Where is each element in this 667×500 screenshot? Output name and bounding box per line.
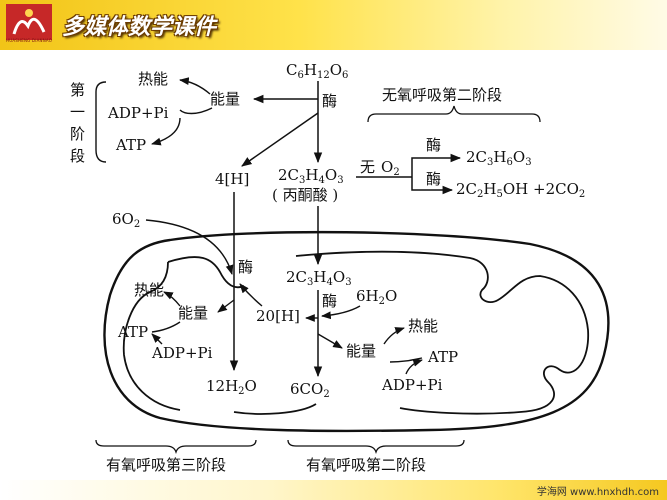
arrow-water-in	[321, 305, 361, 320]
header-banner: HUASHENG DIANNAO 多媒体数学课件	[0, 0, 667, 50]
energy-label-1: 能量	[210, 90, 240, 108]
arrow-to-4h	[241, 112, 319, 167]
arrow-energy-to-heat-1	[179, 77, 211, 95]
energy-label-3: 能量	[346, 342, 376, 360]
adp-pi-label-1: ADP+Pi	[107, 104, 169, 122]
page-title: 多媒体数学课件	[62, 15, 217, 40]
arrow-energy-to-heat-2	[163, 291, 181, 307]
anaerobic-stage2-title: 无氧呼吸第二阶段	[382, 86, 502, 104]
co2-6: 6CO2	[290, 380, 330, 400]
pyruvate-inner-formula: 2C3H4O3	[286, 268, 352, 288]
logo-icon	[6, 4, 52, 40]
pyruvate-name: ( 丙酮酸 )	[272, 186, 338, 204]
arrow-oxygen-in	[145, 219, 234, 275]
arrow-to-lactate	[411, 153, 462, 177]
heat-label-1: 热能	[138, 70, 168, 88]
arrow-energy-to-heat-3	[383, 327, 405, 345]
water-12: 12H2O	[206, 377, 257, 397]
atp-label-1: ATP	[115, 136, 146, 154]
arrow-to-energy-2	[217, 299, 235, 313]
hydrogen-4: 4[H]	[215, 170, 249, 188]
enzyme-label-ethanol: 酶	[426, 170, 441, 188]
aerobic-stage2-label: 有氧呼吸第二阶段	[306, 456, 426, 474]
oxygen-6: 6O2	[112, 210, 140, 230]
atp-label-2: ATP	[117, 323, 148, 341]
adp-pi-label-3: ADP+Pi	[381, 376, 443, 394]
anaerobic-brace	[367, 105, 541, 123]
enzyme-label-stage2: 酶	[322, 292, 337, 310]
footer-bar: 学海网 www.hnxhdh.com	[0, 480, 667, 500]
enzyme-label-stage3: 酶	[238, 258, 253, 276]
heat-label-2: 热能	[134, 281, 164, 299]
water-6: 6H2O	[356, 287, 397, 307]
lactate-formula: 2C3H6O3	[466, 148, 532, 168]
arrow-to-energy-3	[317, 333, 343, 349]
enzyme-label-1: 酶	[322, 92, 337, 110]
ethanol-formula: 2C2H5OH +2CO2	[456, 180, 585, 200]
aerobic-stage3-label: 有氧呼吸第三阶段	[106, 456, 226, 474]
heat-label-3: 热能	[408, 317, 438, 335]
arrow-20h-to-stage3	[239, 283, 263, 307]
mitochondrion-outer-membrane	[103, 230, 610, 433]
arrow-to-ethanol	[411, 177, 454, 195]
arrow-energy-to-atp-1	[152, 107, 213, 144]
mitochondrion-inner-membrane	[122, 250, 589, 415]
stage1-bracket	[95, 81, 107, 163]
arrow-adp-to-atp-3	[389, 358, 422, 375]
stage1-label: 第 一 阶 段	[70, 81, 90, 165]
atp-label-3: ATP	[427, 348, 458, 366]
energy-label-2: 能量	[178, 304, 208, 322]
logo-subtext: HUASHENG DIANNAO	[6, 38, 53, 43]
glucose-formula: C6H12O6	[286, 61, 348, 81]
arrow-adp-to-atp-2	[152, 321, 181, 345]
hydrogen-20: 20[H]	[256, 307, 300, 325]
enzyme-label-lactate: 酶	[426, 136, 441, 154]
stage2-brace	[287, 439, 465, 455]
pyruvate-formula: 2C3H4O3	[278, 166, 344, 186]
stage3-brace	[95, 439, 257, 455]
adp-pi-label-2: ADP+Pi	[151, 344, 213, 362]
footer-site: 学海网 www.hnxhdh.com	[536, 487, 659, 498]
